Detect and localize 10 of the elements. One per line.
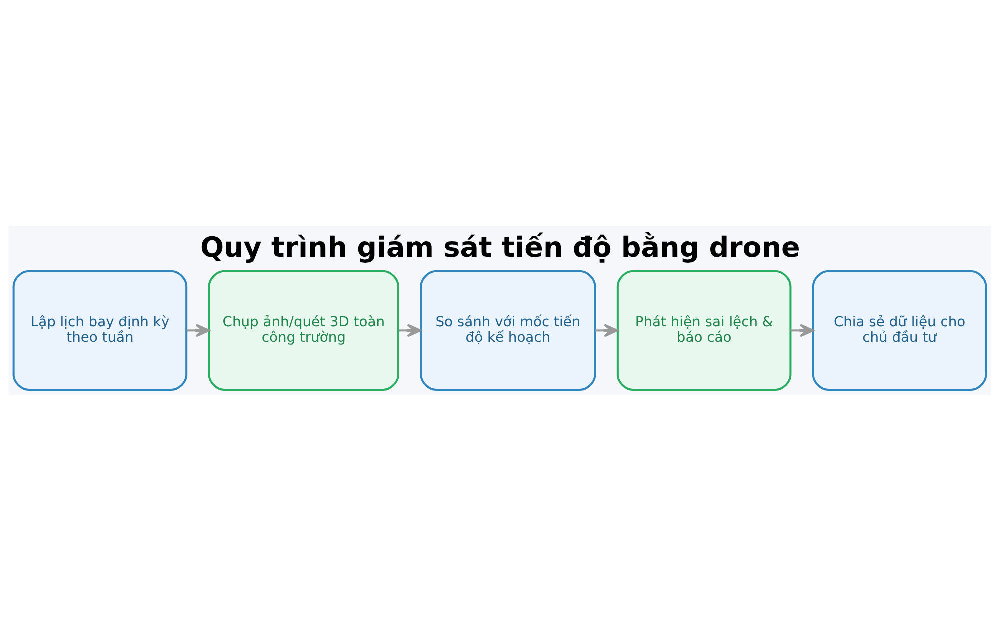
arrow [790, 324, 814, 337]
arrow [186, 324, 210, 337]
node-box: Phát hiện sai lệch & báo cáo [616, 270, 792, 390]
node-box: So sánh với mốc tiến độ kế hoạch [420, 270, 596, 390]
node-box: Lập lịch bay định kỳ theo tuần [12, 270, 188, 390]
arrow [596, 324, 618, 337]
node-box: Chụp ảnh/quét 3D toàn công trường [208, 270, 400, 390]
arrow [398, 324, 422, 337]
diagram-title: Quy trình giám sát tiến độ bằng drone [200, 230, 800, 264]
node-box: Chia sẻ dữ liệu cho chủ đầu tư [812, 270, 988, 390]
